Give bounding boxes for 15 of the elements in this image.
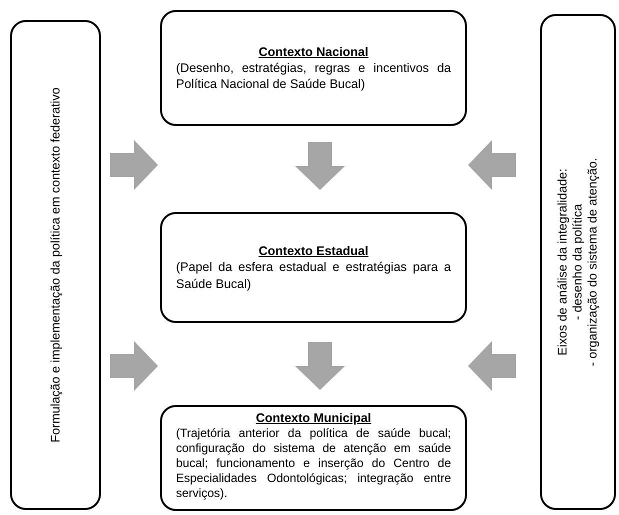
- box-heading: Contexto Nacional: [258, 44, 370, 60]
- box-text: (Trajetória anterior da política de saúde bucal; configuração do sistema de atenção em saúde bucal; funcionamento e inserção do Centro de Especialidades Odontológicas; integração entre serviços).: [176, 426, 451, 501]
- rounded-box: [160, 10, 467, 126]
- box-text: (Desenho, estratégias, regras e incentivos da Política Nacional de Saúde Bucal): [176, 60, 451, 92]
- rounded-box: [540, 14, 616, 510]
- box-heading: Contexto Estadual: [258, 243, 370, 259]
- rounded-box: [10, 20, 101, 510]
- box-text: Eixos de análise da integralidade:: [556, 168, 570, 356]
- box-text: - organização do sistema de atenção.: [586, 158, 600, 366]
- box-text: (Papel da esfera estadual e estratégias para a Saúde Bucal): [176, 259, 451, 292]
- rounded-box: [160, 212, 467, 323]
- box-text: Formulação e implementação da política em contexto federativo: [48, 87, 63, 443]
- box-heading: Contexto Municipal: [254, 410, 372, 426]
- box-text: - desenho da política: [570, 204, 586, 320]
- rounded-box: [160, 405, 467, 511]
